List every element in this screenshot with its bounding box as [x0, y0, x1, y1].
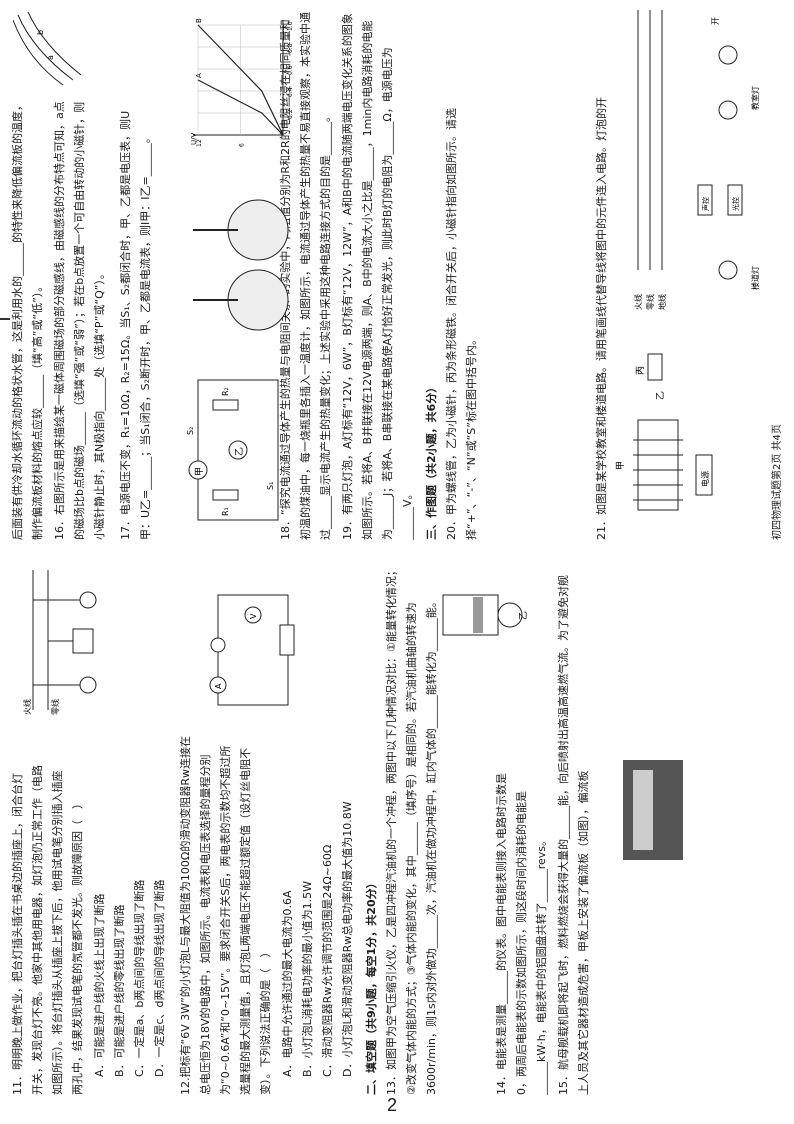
rheostat-icon: [279, 624, 295, 656]
x-tick-label: 0.6: [287, 65, 294, 75]
switch-label: 开: [711, 17, 720, 25]
household-circuit-figure: 火线 零线: [22, 570, 97, 715]
heating-flasks-figure: [193, 199, 289, 331]
question-20: 20．甲为螺线管，乙为小磁针，丙为条形磁铁。闭合开关后，小磁针指向如图所示。请选…: [445, 108, 478, 540]
lamp-icon: [210, 637, 226, 653]
s1-label: S₁: [266, 482, 275, 490]
y-tick-label: 6: [239, 143, 246, 147]
left-column: 11．明明晚上做作业，把台灯插头插在书桌边的插座上，闭合台灯开关，发现台灯不亮。…: [8, 565, 788, 1095]
x-tick-label: 0.8: [287, 43, 294, 53]
magnet-label: 丙: [635, 366, 646, 375]
question-11: 11．明明晚上做作业，把台灯插头插在书桌边的插座上，闭合台灯开关，发现台灯不亮。…: [11, 765, 84, 1095]
solenoid-figure: 甲 电源 乙 丙: [615, 353, 713, 511]
question-14: 14．电能表是测量______的仪表。图中电能表则接入电路时示数是0，两周后电能…: [495, 773, 548, 1095]
s2-label: S₂: [186, 427, 195, 435]
question-16: 16．右图所示是用来描绘某一磁体周围磁场的部分磁感线，由磁感线的分布特点可知，a…: [53, 101, 106, 540]
question-12: 12.把标有“6V 3W”的小灯泡L与最大阻值为100Ω的滑动变阻器Rw连接在总…: [179, 736, 272, 1095]
corridor-lamp-icon: [718, 260, 738, 280]
u-i-graph: 0.2 0.4 0.6 0.8 1.0 6 12U/V A B: [190, 18, 294, 147]
y-tick-label: 12: [196, 139, 203, 147]
q12-option-d: D．小灯泡L和滑动变阻器Rw总电功率的最大值为10.8W: [341, 801, 354, 1077]
live-wire-label: 火线: [22, 699, 32, 715]
lamp-icon: [33, 591, 97, 609]
section-2-heading: 二、填空题（共9小题，每空1分，共20分）: [365, 877, 378, 1095]
classroom-lamp-icon: [718, 100, 738, 120]
rotated-page-content: 11．明明晚上做作业，把台灯插头插在书桌边的插座上，闭合台灯开关，发现台灯不亮。…: [8, 5, 788, 1095]
svg-text:乙: 乙: [518, 611, 528, 620]
series-label-B: B: [195, 18, 203, 23]
svg-text:b: b: [36, 30, 45, 35]
lamp-icon: [33, 676, 97, 694]
x-tick-label: 0.4: [287, 87, 294, 97]
socket-icon: [72, 628, 94, 654]
series-label-A: A: [195, 73, 203, 78]
neutral-wire-label: 零线: [50, 699, 60, 715]
question-15: 15．航母舰载机即将起飞时，燃料燃烧会获得大量的______能，向后喷射出高温高…: [557, 575, 590, 1095]
solenoid-label: 甲: [615, 461, 626, 470]
engine-stroke-figure: 乙: [442, 594, 528, 636]
sound-switch-label: 声控: [701, 197, 710, 211]
classroom-lamp-icon: [718, 45, 738, 65]
two-resistor-circuit: 甲 乙 R₁ R₂ S₂ S₁: [186, 379, 279, 521]
magnetic-field-figure: a b: [13, 11, 82, 86]
r1-label: R₁: [221, 507, 230, 516]
q11-option-d: D．一定是c、d两点间的导线出现了断路: [153, 879, 166, 1078]
question-15-cont: 后面装有供冷却水循环流动的格状水管，这是利用水的______的特性来降低偏流板的…: [11, 100, 44, 540]
section-3-heading: 三、作图题（共2小题，共6分）: [425, 381, 438, 540]
right-column: 后面装有供冷却水循环流动的格状水管，这是利用水的______的特性来降低偏流板的…: [8, 10, 788, 540]
ammeter-icon: [209, 676, 227, 694]
page-number: 2: [387, 1095, 398, 1115]
compass-label: 乙: [655, 391, 666, 400]
x-tick-label: 0.2: [287, 109, 294, 119]
light-switch-label: 光控: [731, 197, 740, 211]
meter-yi-label: 乙: [234, 447, 245, 456]
question-19: 19．有两只灯泡，A灯标有“12V，6W”，B灯标有“12V，12W”，A和B中…: [341, 13, 414, 540]
svg-text:a: a: [46, 55, 55, 60]
power-label: 电源: [700, 471, 710, 487]
binding-mark: [0, 318, 10, 320]
lamp-rheostat-circuit: A V: [209, 594, 295, 706]
y-axis-label: U/V: [190, 133, 198, 145]
classroom-wiring-figure: 火线 零线 地线 楼道灯 声控 光控 教室灯 开: [633, 10, 760, 310]
voltmeter-icon: [244, 606, 262, 624]
svg-text:A: A: [214, 683, 223, 689]
corridor-lamp-label: 楼道灯: [750, 266, 760, 290]
r2-label: R₂: [221, 387, 230, 396]
live-label: 火线: [633, 294, 643, 310]
electric-meter-figure: [623, 760, 683, 860]
ground-label: 地线: [657, 294, 667, 310]
series-line-B: [197, 24, 284, 136]
series-line-A: [197, 79, 284, 136]
x-tick-label: 1.0: [287, 21, 294, 31]
neutral-label: 零线: [645, 294, 655, 310]
svg-text:V: V: [249, 613, 258, 619]
q12-option-b: B．小灯泡L消耗电功率的最小值为1.5W: [301, 880, 314, 1077]
meter-jia-label: 甲: [194, 467, 205, 476]
question-17: 17．电源电压不变，R₁=10Ω，R₂=15Ω。当S₁、S₂都闭合时，甲、乙都是…: [119, 110, 152, 540]
q12-option-c: C．滑动变阻器Rw允许调节的范围是24Ω~60Ω: [321, 844, 334, 1077]
classroom-lamp-label: 教室灯: [750, 86, 760, 110]
page-footer: 初四物理试题第2页 共4页: [772, 424, 783, 540]
